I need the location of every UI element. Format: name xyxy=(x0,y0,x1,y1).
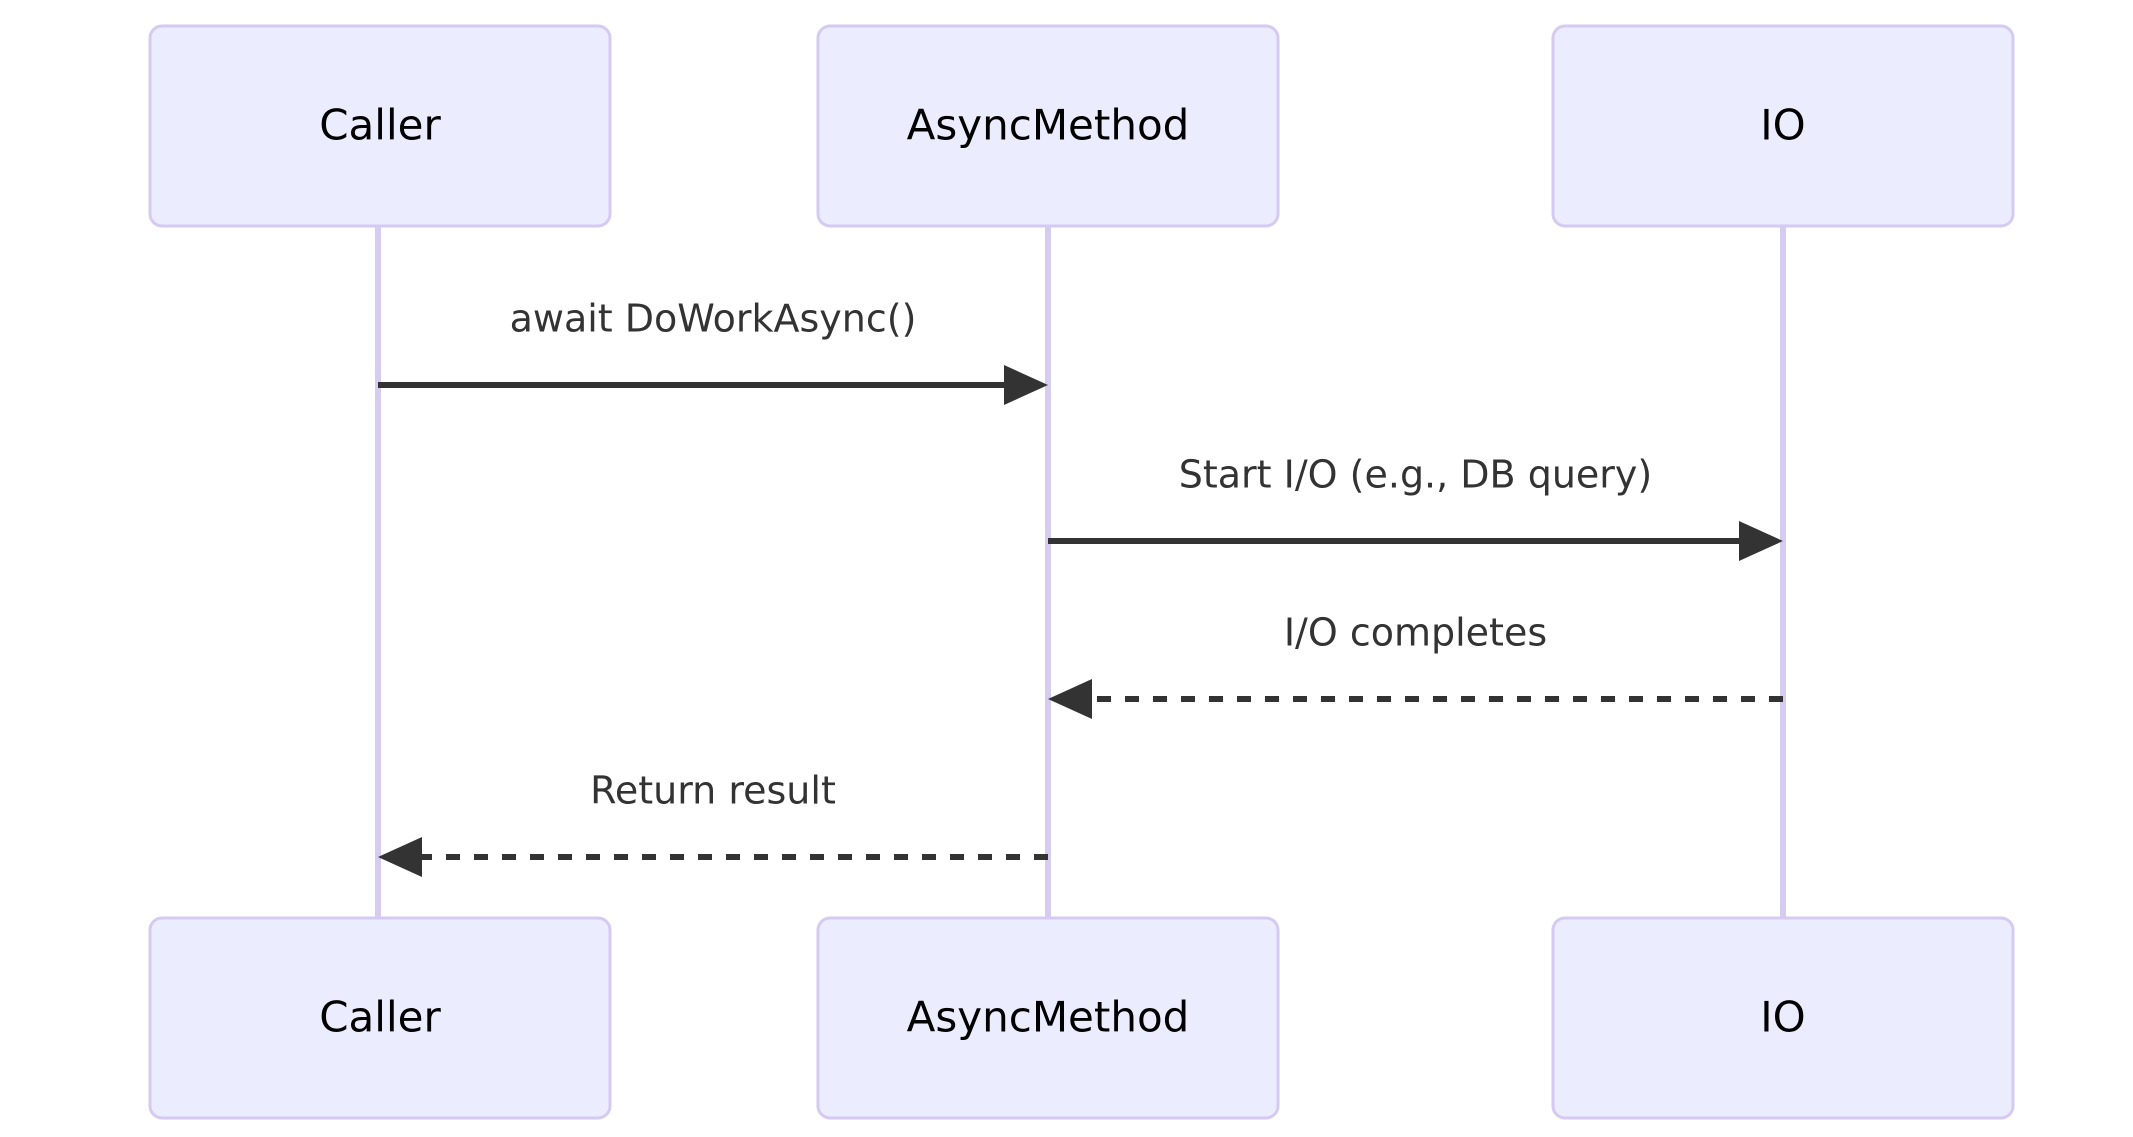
actor-io-bottom[interactable]: IO xyxy=(1551,916,2015,1120)
message-label-1: await DoWorkAsync() xyxy=(510,297,917,341)
actor-caller-bottom[interactable]: Caller xyxy=(148,916,612,1120)
message-arrowhead-3 xyxy=(1048,679,1092,719)
actor-box-caller-bottom xyxy=(148,916,612,1120)
actor-boxes-bottom-group: Caller AsyncMethod IO xyxy=(148,916,2015,1120)
lifelines-group xyxy=(375,226,1786,918)
actor-label-caller-top: Caller xyxy=(319,101,441,150)
actor-label-asyncmethod-top: AsyncMethod xyxy=(907,101,1190,150)
actor-label-io-bottom: IO xyxy=(1760,993,1805,1042)
actor-box-asyncmethod-bottom xyxy=(816,916,1280,1120)
actor-io-top[interactable]: IO xyxy=(1551,24,2015,228)
actor-boxes-top-group: Caller AsyncMethod IO xyxy=(148,24,2015,228)
message-4-asyncmethod-to-caller[interactable]: Return result xyxy=(378,769,1048,878)
message-label-4: Return result xyxy=(590,769,836,813)
message-1-caller-to-asyncmethod[interactable]: await DoWorkAsync() xyxy=(378,297,1048,406)
actor-box-asyncmethod-top xyxy=(816,24,1280,228)
message-label-2: Start I/O (e.g., DB query) xyxy=(1179,453,1652,497)
actor-asyncmethod-bottom[interactable]: AsyncMethod xyxy=(816,916,1280,1120)
messages-group: await DoWorkAsync() Start I/O (e.g., DB q… xyxy=(378,297,1783,878)
message-arrowhead-1 xyxy=(1004,365,1048,405)
actor-caller-top[interactable]: Caller xyxy=(148,24,612,228)
actor-label-asyncmethod-bottom: AsyncMethod xyxy=(907,993,1190,1042)
message-arrowhead-2 xyxy=(1739,521,1783,561)
actor-box-caller-top xyxy=(148,24,612,228)
message-2-asyncmethod-to-io[interactable]: Start I/O (e.g., DB query) xyxy=(1048,453,1783,562)
message-3-io-to-asyncmethod[interactable]: I/O completes xyxy=(1048,611,1783,720)
message-arrowhead-4 xyxy=(378,837,422,877)
actor-label-io-top: IO xyxy=(1760,101,1805,150)
message-label-3: I/O completes xyxy=(1284,611,1547,655)
actor-box-io-bottom xyxy=(1551,916,2015,1120)
actor-asyncmethod-top[interactable]: AsyncMethod xyxy=(816,24,1280,228)
actor-box-io-top xyxy=(1551,24,2015,228)
actor-label-caller-bottom: Caller xyxy=(319,993,441,1042)
